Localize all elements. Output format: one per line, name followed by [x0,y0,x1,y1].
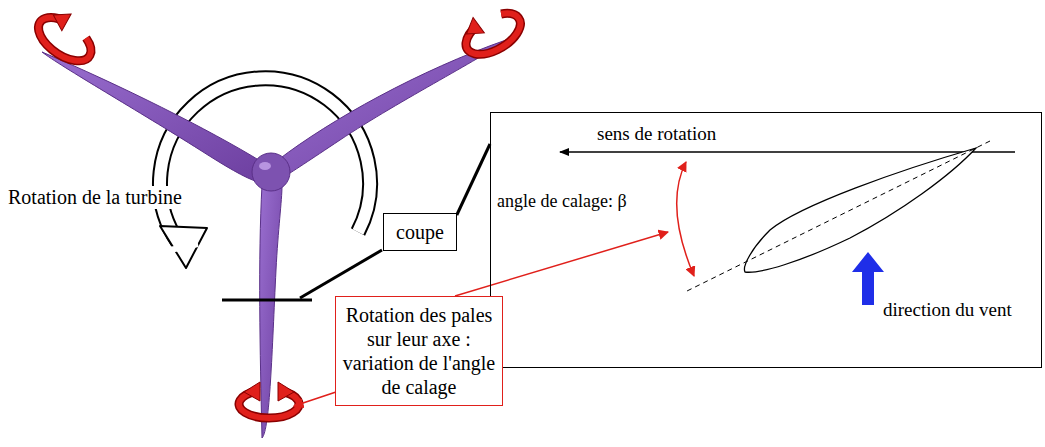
box-text: Rotation des pales sur leur axe : variat… [342,303,496,399]
section-panel: sens de rotation angle de calage: β direct… [490,112,1042,368]
panel-text: angle de calage: β [497,191,627,213]
rotation-label: Rotation de la turbine [6,186,184,209]
section-line [222,299,312,302]
panel-text: direction du vent [883,299,1012,322]
section-tag-box: coupe [383,213,457,251]
section-connector [457,144,490,215]
turbine-blades [42,40,506,438]
box-text: coupe [396,220,444,244]
callout-box: Rotation des pales sur leur axe : variat… [335,296,503,406]
airfoil-section [560,141,1015,305]
callout-leader [294,392,336,406]
pitch-rotation-arrows [31,0,527,418]
panel-text: sens de rotation [597,123,716,146]
section-leader [300,250,382,298]
callout-leader [455,232,668,296]
